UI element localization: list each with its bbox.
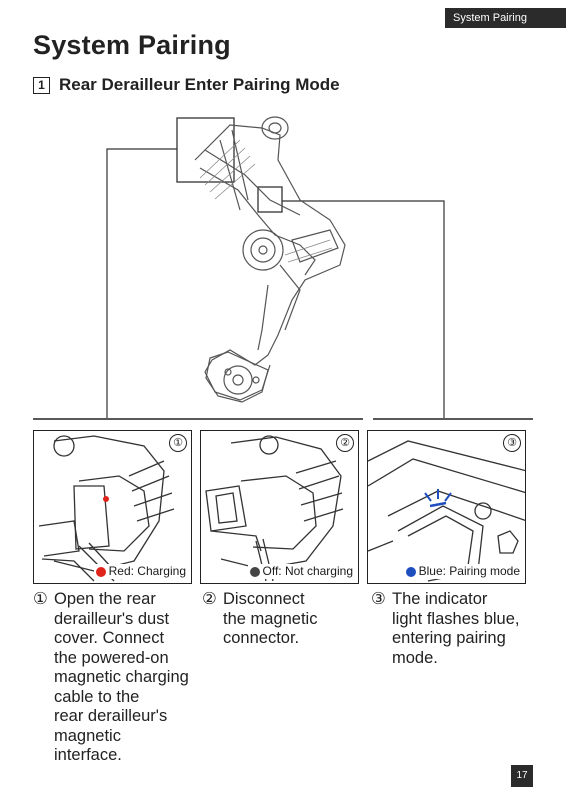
step-panel-1: ① Red: Charging — [33, 430, 192, 584]
step-line: Disconnect — [223, 590, 317, 610]
step-line: cable to the — [54, 688, 189, 708]
step-number: ① — [33, 590, 48, 610]
legend-label: Red: Charging — [109, 564, 186, 579]
step-line: connector. — [223, 629, 317, 649]
step-line: interface. — [54, 746, 189, 766]
step-panel-3: ③ Blue: Pairing mode — [367, 430, 526, 584]
page-title: System Pairing — [33, 30, 231, 61]
step-number: ② — [202, 590, 217, 610]
legend-blue-pairing: Blue: Pairing mode — [404, 564, 522, 579]
panel-number: ① — [169, 434, 187, 452]
rear-derailleur-illustration — [0, 105, 566, 425]
step-panel-2: ② Off: Not charging — [200, 430, 359, 584]
legend-off-not-charging: Off: Not charging — [248, 564, 356, 579]
legend-label: Blue: Pairing mode — [419, 564, 520, 579]
step-line: magnetic charging — [54, 668, 189, 688]
disconnect-connector-illustration — [201, 431, 359, 584]
connect-cable-illustration — [34, 431, 192, 584]
step-line: mode. — [392, 649, 520, 669]
step-line: Open the rear — [54, 590, 189, 610]
panel-number: ② — [336, 434, 354, 452]
step-line: derailleur's dust — [54, 610, 189, 630]
section-number: 1 — [33, 77, 50, 94]
legend-label: Off: Not charging — [263, 564, 354, 579]
section-heading: 1 Rear Derailleur Enter Pairing Mode — [33, 75, 340, 95]
blue-dot-icon — [406, 567, 416, 577]
blue-light-illustration — [368, 431, 526, 584]
step-line: cover. Connect — [54, 629, 189, 649]
page-number: 17 — [511, 765, 533, 787]
panel-number: ③ — [503, 434, 521, 452]
step-line: magnetic — [54, 727, 189, 747]
gray-dot-icon — [250, 567, 260, 577]
red-dot-icon — [96, 567, 106, 577]
step-line: entering pairing — [392, 629, 520, 649]
legend-red-charging: Red: Charging — [94, 564, 188, 579]
header-section-tag: System Pairing — [445, 8, 566, 28]
step-line: the powered-on — [54, 649, 189, 669]
step-line: the magnetic — [223, 610, 317, 630]
step-line: The indicator — [392, 590, 520, 610]
section-title: Rear Derailleur Enter Pairing Mode — [59, 75, 340, 95]
step-number: ③ — [371, 590, 386, 610]
step-line: light flashes blue, — [392, 610, 520, 630]
step-line: rear derailleur's — [54, 707, 189, 727]
